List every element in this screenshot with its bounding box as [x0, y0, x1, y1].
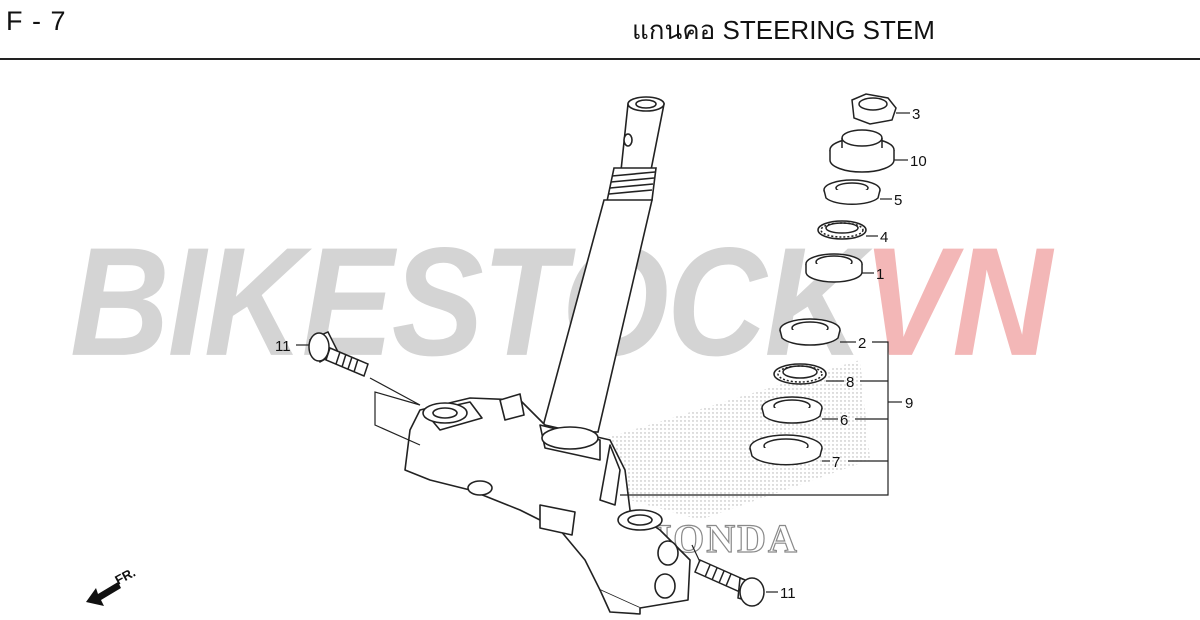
callout-2: 2	[858, 335, 866, 352]
watermark: BIKESTOCKVN	[70, 225, 1052, 380]
callout-4: 4	[880, 229, 888, 246]
callout-8: 8	[846, 374, 854, 391]
lower-inner-race	[761, 396, 823, 424]
arrow-icon	[86, 582, 121, 606]
upper-bearing	[817, 220, 867, 240]
bolt-bottom	[694, 559, 765, 607]
page-code: F - 7	[6, 6, 67, 36]
steering-stem-shaft	[540, 96, 665, 433]
upper-race	[805, 253, 863, 283]
header-divider	[0, 58, 1200, 60]
callout-9: 9	[905, 395, 913, 412]
callout-1: 1	[876, 266, 884, 283]
callout-10: 10	[910, 153, 927, 170]
bolt-top	[308, 331, 369, 378]
front-direction-arrow: FR.	[86, 565, 138, 606]
page-title: แกนคอ STEERING STEM	[632, 15, 935, 45]
callout-6: 6	[840, 412, 848, 429]
lower-race	[779, 318, 841, 346]
bottom-bridge	[404, 393, 691, 615]
dotted-shadow	[600, 360, 870, 520]
dust-seal	[823, 179, 881, 206]
lower-bearing	[773, 363, 827, 385]
lock-nut	[851, 93, 897, 125]
callout-5: 5	[894, 192, 902, 209]
watermark-part-1: BIKESTOCK	[70, 216, 864, 389]
callout-3: 3	[912, 106, 920, 123]
callout-11-top: 11	[275, 338, 291, 355]
callout-11-bottom: 11	[780, 585, 796, 602]
bolt-top-leader	[369, 377, 421, 446]
lower-dust-seal	[749, 434, 823, 466]
watermark-part-2: VN	[862, 216, 1052, 389]
adjusting-nut	[829, 129, 895, 173]
callout-7: 7	[832, 454, 840, 471]
